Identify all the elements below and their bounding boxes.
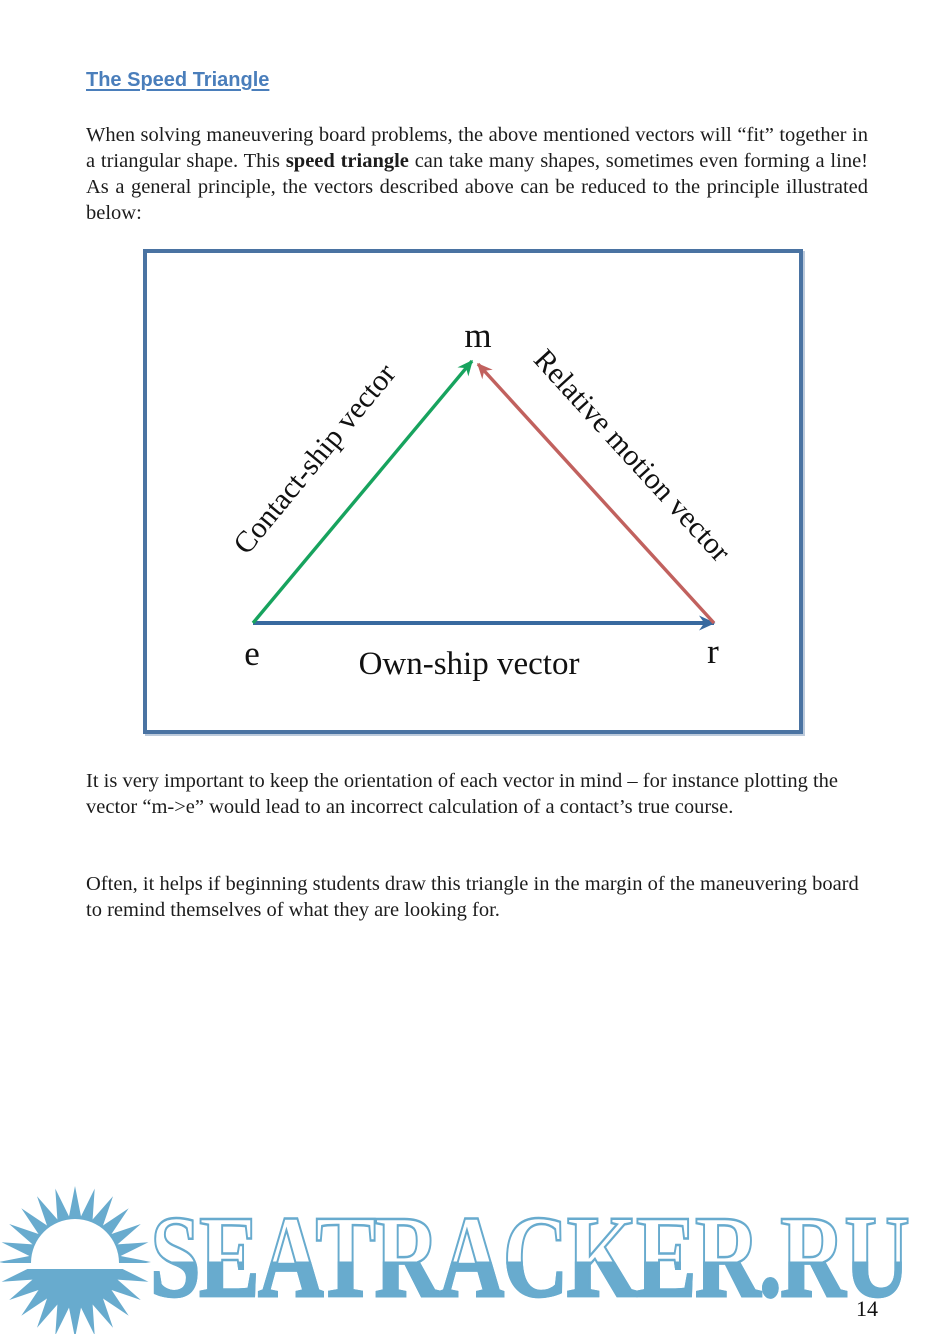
speed-triangle-diagram: m e r Own-ship vector Contact-ship vecto…	[227, 316, 737, 682]
orientation-paragraph: It is very important to keep the orienta…	[86, 770, 839, 818]
watermark-text: SEATRACKER.RU	[149, 1191, 911, 1322]
page-number: 14	[856, 1296, 878, 1321]
intro-paragraph: When solving maneuvering board problems,…	[86, 122, 868, 226]
section-heading: The Speed Triangle	[86, 69, 270, 91]
tip-paragraph: Often, it helps if beginning students dr…	[86, 873, 859, 921]
speed-triangle-bold-term: speed triangle	[285, 150, 409, 172]
intro-text-after: can take many shapes, sometimes even for…	[86, 150, 868, 224]
speed-triangle-figure: m e r Own-ship vector Contact-ship vecto…	[143, 249, 803, 734]
sun-icon	[0, 1186, 153, 1334]
intro-text-before: When solving maneuvering board problems,…	[86, 124, 868, 172]
vertex-m-label: m	[464, 316, 491, 355]
contact-ship-label: Contact-ship vector	[227, 357, 402, 560]
vertex-r-label: r	[707, 632, 719, 671]
own-ship-label: Own-ship vector	[359, 646, 580, 682]
relative-motion-arrow	[476, 362, 716, 625]
contact-ship-arrow	[251, 359, 474, 625]
vertex-e-label: e	[244, 634, 260, 673]
